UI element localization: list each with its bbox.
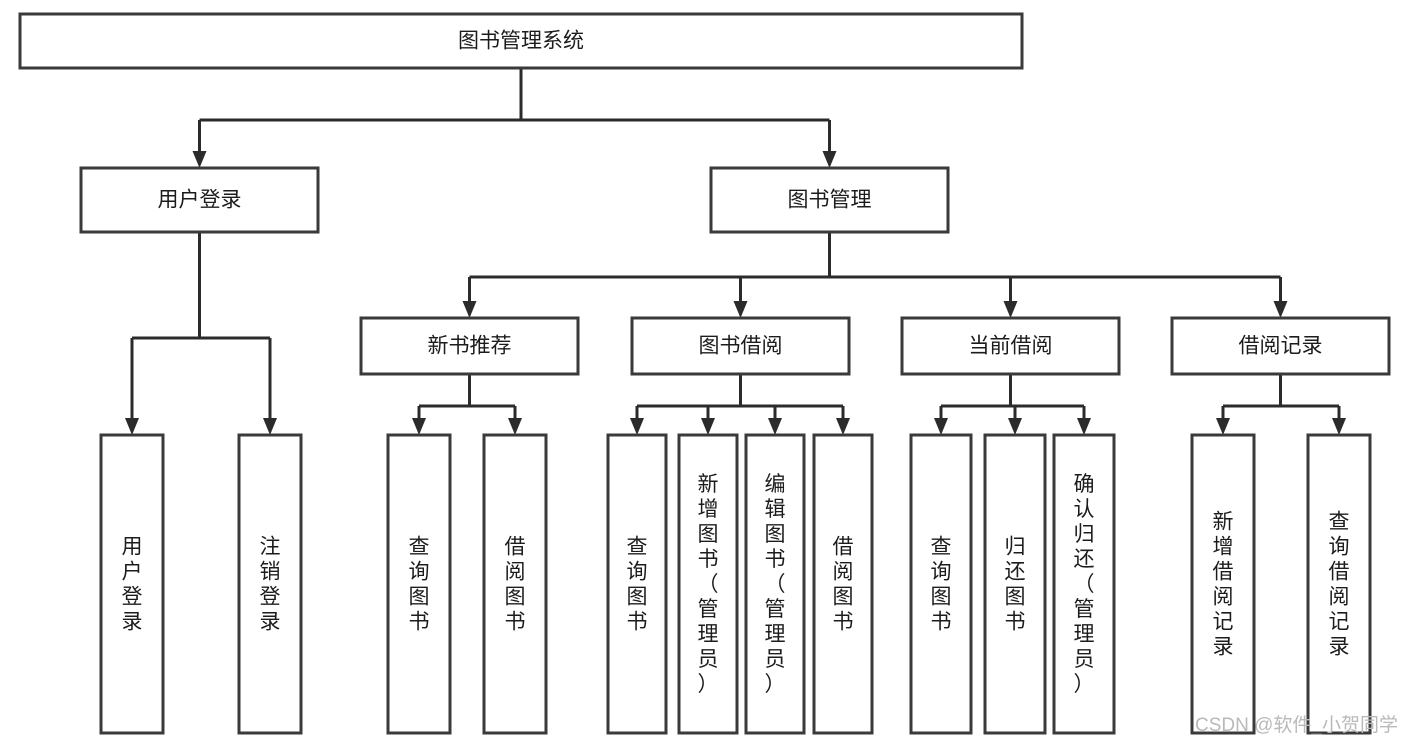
node-borrow-record[interactable]: 借阅记录 [1170, 316, 1391, 376]
node-label-leaf-borrow-book-recommend: 借阅图书 [505, 536, 526, 634]
node-label-leaf-edit-book-admin: 编辑图书（管理员） [765, 473, 786, 696]
node-leaf-confirm-return-admin[interactable]: 确认归还（管理员） [1052, 433, 1116, 735]
node-label-leaf-return-book: 归还图书 [1005, 536, 1026, 634]
node-label-leaf-add-borrow-record: 新增借阅记录 [1213, 511, 1234, 659]
arrow-head-leaf-query-book-current [934, 418, 948, 435]
node-label-book-management: 图书管理 [788, 189, 872, 212]
node-book-management[interactable]: 图书管理 [709, 166, 950, 234]
node-leaf-edit-book-admin[interactable]: 编辑图书（管理员） [744, 433, 806, 735]
node-user-login[interactable]: 用户登录 [79, 166, 320, 234]
arrow-head-leaf-borrow-book-recommend [508, 418, 522, 435]
node-label-leaf-add-book-admin: 新增图书（管理员） [698, 473, 719, 696]
node-label-leaf-query-borrow-record: 查询借阅记录 [1329, 511, 1350, 659]
node-box-leaf-query-borrow-record[interactable] [1306, 433, 1372, 735]
node-box-user-login[interactable] [79, 166, 320, 234]
arrow-head-leaf-query-book-recommend [412, 418, 426, 435]
node-box-book-borrow[interactable] [630, 316, 851, 376]
connector-group-borrow-record [1216, 374, 1346, 435]
node-label-leaf-borrow-book-borrow: 借阅图书 [833, 536, 854, 634]
node-box-root[interactable] [18, 12, 1024, 70]
node-label-leaf-query-book-current: 查询图书 [931, 536, 952, 634]
node-box-leaf-add-book-admin[interactable] [677, 433, 739, 735]
arrow-head-leaf-borrow-book-borrow [836, 418, 850, 435]
node-label-leaf-logout-login: 注销登录 [260, 536, 281, 634]
node-box-leaf-query-book-current[interactable] [909, 433, 973, 735]
node-label-user-login: 用户登录 [158, 189, 242, 212]
node-label-leaf-confirm-return-admin: 确认归还（管理员） [1074, 473, 1095, 696]
connector-layer [125, 68, 1346, 435]
node-leaf-logout-login[interactable]: 注销登录 [237, 433, 303, 735]
arrow-head-new-book-recommend [462, 301, 477, 318]
arrow-head-book-borrow [733, 301, 748, 318]
arrow-head-leaf-add-borrow-record [1216, 418, 1230, 435]
node-leaf-query-book-borrow[interactable]: 查询图书 [606, 433, 668, 735]
node-label-current-borrow: 当前借阅 [969, 335, 1053, 358]
node-layer: 图书管理系统用户登录图书管理新书推荐图书借阅当前借阅借阅记录用户登录注销登录查询… [18, 12, 1391, 735]
node-label-root: 图书管理系统 [458, 30, 584, 53]
node-leaf-return-book[interactable]: 归还图书 [983, 433, 1047, 735]
node-box-borrow-record[interactable] [1170, 316, 1391, 376]
node-book-borrow[interactable]: 图书借阅 [630, 316, 851, 376]
node-leaf-user-login[interactable]: 用户登录 [99, 433, 165, 735]
arrow-head-leaf-query-book-borrow [630, 418, 644, 435]
node-box-leaf-borrow-book-borrow[interactable] [812, 433, 874, 735]
arrow-head-leaf-return-book [1008, 418, 1022, 435]
node-leaf-add-book-admin[interactable]: 新增图书（管理员） [677, 433, 739, 735]
arrow-head-leaf-query-borrow-record [1332, 418, 1346, 435]
connector-group-book-management [462, 232, 1288, 318]
arrow-head-book-management [822, 151, 837, 168]
arrow-head-leaf-logout-login [263, 418, 277, 435]
node-box-current-borrow[interactable] [900, 316, 1121, 376]
node-root[interactable]: 图书管理系统 [18, 12, 1024, 70]
node-box-leaf-logout-login[interactable] [237, 433, 303, 735]
node-label-leaf-query-book-recommend: 查询图书 [409, 536, 430, 634]
arrow-head-leaf-edit-book-admin [768, 418, 782, 435]
node-current-borrow[interactable]: 当前借阅 [900, 316, 1121, 376]
connector-group-current-borrow [934, 374, 1091, 435]
node-box-leaf-borrow-book-recommend[interactable] [482, 433, 548, 735]
node-box-leaf-query-book-recommend[interactable] [386, 433, 452, 735]
node-leaf-query-book-current[interactable]: 查询图书 [909, 433, 973, 735]
csdn-watermark: CSDN @软件_小贺同学 [1195, 714, 1398, 736]
node-new-book-recommend[interactable]: 新书推荐 [359, 316, 580, 376]
node-box-new-book-recommend[interactable] [359, 316, 580, 376]
node-leaf-borrow-book-borrow[interactable]: 借阅图书 [812, 433, 874, 735]
node-box-leaf-return-book[interactable] [983, 433, 1047, 735]
node-box-leaf-add-borrow-record[interactable] [1190, 433, 1256, 735]
node-box-leaf-confirm-return-admin[interactable] [1052, 433, 1116, 735]
connector-group-user-login [125, 232, 277, 435]
connector-group-new-book-recommend [412, 374, 522, 435]
arrow-head-user-login [192, 151, 207, 168]
node-label-leaf-user-login: 用户登录 [122, 536, 143, 634]
node-box-leaf-user-login[interactable] [99, 433, 165, 735]
node-box-leaf-query-book-borrow[interactable] [606, 433, 668, 735]
node-leaf-query-book-recommend[interactable]: 查询图书 [386, 433, 452, 735]
node-label-book-borrow: 图书借阅 [699, 335, 783, 358]
node-box-leaf-edit-book-admin[interactable] [744, 433, 806, 735]
node-box-book-management[interactable] [709, 166, 950, 234]
arrow-head-leaf-add-book-admin [701, 418, 715, 435]
arrow-head-leaf-confirm-return-admin [1077, 418, 1091, 435]
arrow-head-leaf-user-login [125, 418, 139, 435]
connector-group-root [192, 68, 837, 168]
arrow-head-current-borrow [1003, 301, 1018, 318]
node-leaf-borrow-book-recommend[interactable]: 借阅图书 [482, 433, 548, 735]
node-leaf-add-borrow-record[interactable]: 新增借阅记录 [1190, 433, 1256, 735]
connector-group-book-borrow [630, 374, 850, 435]
node-label-leaf-query-book-borrow: 查询图书 [627, 536, 648, 634]
node-leaf-query-borrow-record[interactable]: 查询借阅记录 [1306, 433, 1372, 735]
arrow-head-borrow-record [1273, 301, 1288, 318]
node-label-new-book-recommend: 新书推荐 [428, 335, 512, 358]
node-label-borrow-record: 借阅记录 [1239, 335, 1323, 358]
